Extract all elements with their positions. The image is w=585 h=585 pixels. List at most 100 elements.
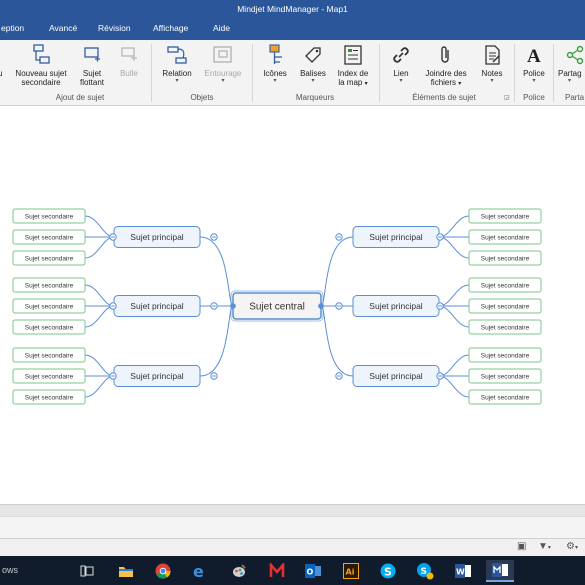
main-topic-right-1[interactable]: Sujet principal [352, 226, 440, 248]
edge-icon[interactable]: e [189, 560, 211, 582]
boundary-button[interactable]: Entourage ▾ [199, 44, 247, 85]
chevron-down-icon: ▾ [532, 78, 536, 84]
subtopic-left-3-1-box [12, 347, 86, 363]
subtopic-left-1-3[interactable]: Sujet secondaire [12, 250, 86, 266]
svg-text:A: A [527, 46, 541, 66]
ribbon-separator [514, 44, 515, 102]
map-index-button[interactable]: Index de la map ▾ [334, 44, 372, 89]
main-topic-right-3-label: Sujet principal [369, 371, 423, 381]
title-bar: Mindjet MindManager - Map1 eption Avancé… [0, 0, 585, 40]
paint-icon[interactable] [228, 560, 250, 582]
tab-aide[interactable]: Aide [213, 23, 231, 33]
subtopic-right-2-2[interactable]: Sujet secondaire [468, 298, 542, 314]
subtopic-left-2-2[interactable]: Sujet secondaire [12, 298, 86, 314]
tab-affichage[interactable]: Affichage [153, 23, 189, 33]
central-topic[interactable]: Sujet central [232, 292, 322, 320]
share-button[interactable]: Partag ▾ [558, 44, 585, 85]
connector-line [438, 354, 470, 377]
skype-business-icon[interactable]: S [414, 560, 436, 582]
main-topic-left-1[interactable]: Sujet principal [113, 226, 201, 248]
file-explorer-icon[interactable] [115, 560, 137, 582]
central-handle-right[interactable] [318, 303, 324, 309]
subtopic-right-2-3[interactable]: Sujet secondaire [468, 319, 542, 335]
group-label-objects: Objets [190, 93, 214, 102]
dialog-launcher-icon[interactable]: ◲ [504, 95, 510, 101]
task-view-icon[interactable] [76, 560, 98, 582]
subtopic-right-3-1-box [468, 347, 542, 363]
subtopic-right-3-2-box [468, 368, 542, 384]
new-subtopic-button[interactable]: Nouveau sujet secondaire [12, 44, 70, 87]
main-topic-right-3[interactable]: Sujet principal [352, 365, 440, 387]
illustrator-icon[interactable]: Ai [340, 560, 362, 582]
subtopic-left-1-2[interactable]: Sujet secondaire [12, 229, 86, 245]
font-icon: A [527, 46, 541, 66]
subtopic-right-2-1[interactable]: Sujet secondaire [468, 277, 542, 293]
chevron-down-icon: ▾ [273, 78, 277, 84]
cut-off-button[interactable]: u [0, 69, 3, 78]
main-topic-right-2[interactable]: Sujet principal [352, 295, 440, 317]
subtopic-left-3-2-label: Sujet secondaire [25, 373, 74, 380]
ribbon-separator [151, 44, 152, 102]
tab-revision[interactable]: Révision [98, 23, 131, 33]
main-topic-left-3[interactable]: Sujet principal [113, 365, 201, 387]
tab-avance[interactable]: Avancé [49, 23, 78, 33]
notes-button[interactable]: Notes ▾ [478, 44, 506, 85]
subtopic-left-2-3[interactable]: Sujet secondaire [12, 319, 86, 335]
status-bar: ▣ ▼▾ ⚙▾ [0, 538, 585, 556]
app-m-icon[interactable] [266, 560, 288, 582]
tags-button[interactable]: Balises ▾ [296, 44, 330, 85]
windows-taskbar: ows e O Ai S S W [0, 556, 585, 585]
central-handle-left[interactable] [230, 303, 236, 309]
subtopic-left-1-1[interactable]: Sujet secondaire [12, 208, 86, 224]
subtopic-left-1-1-label: Sujet secondaire [25, 213, 74, 220]
subtopic-right-1-2-box [468, 229, 542, 245]
subtopic-right-2-1-box [468, 277, 542, 293]
callout-button[interactable]: Bulle [114, 44, 144, 78]
word-icon[interactable]: W [452, 560, 474, 582]
subtopic-left-3-3-label: Sujet secondaire [25, 394, 74, 401]
svg-text:e: e [193, 563, 204, 579]
taskbar-search[interactable]: ows [2, 565, 19, 575]
filter-icon[interactable]: ▼▾ [538, 541, 551, 552]
relation-button[interactable]: Relation ▾ [157, 44, 197, 85]
svg-text:S: S [384, 566, 392, 579]
main-topic-left-2[interactable]: Sujet principal [113, 295, 201, 317]
subtopic-left-2-1[interactable]: Sujet secondaire [12, 277, 86, 293]
link-button[interactable]: Lien ▾ [388, 44, 414, 85]
subtopic-right-1-1[interactable]: Sujet secondaire [468, 208, 542, 224]
fit-map-icon[interactable]: ▣ [517, 541, 527, 552]
subtopic-left-3-3[interactable]: Sujet secondaire [12, 389, 86, 405]
subtopic-left-3-2[interactable]: Sujet secondaire [12, 368, 86, 384]
subtopic-left-2-3-label: Sujet secondaire [25, 324, 74, 331]
chrome-icon[interactable] [152, 560, 174, 582]
font-button[interactable]: A Police ▾ [519, 44, 549, 85]
subtopic-left-2-2-box [12, 298, 86, 314]
subtopic-right-3-1[interactable]: Sujet secondaire [468, 347, 542, 363]
subtopic-right-1-1-box [468, 208, 542, 224]
subtopic-right-1-3[interactable]: Sujet secondaire [468, 250, 542, 266]
subtopic-right-1-3-box [468, 250, 542, 266]
tab-conception[interactable]: eption [1, 23, 25, 33]
settings-icon[interactable]: ⚙▾ [566, 541, 578, 552]
mindmanager-taskbar-icon[interactable] [486, 560, 514, 582]
svg-text:S: S [421, 567, 427, 577]
horizontal-scrollbar[interactable] [0, 504, 585, 516]
boundary-icon [213, 46, 232, 63]
skype-icon[interactable]: S [377, 560, 399, 582]
icons-button[interactable]: Icônes ▾ [259, 44, 291, 85]
connector-line [320, 236, 354, 307]
subtopic-right-3-1-label: Sujet secondaire [481, 352, 530, 359]
subtopic-right-3-3[interactable]: Sujet secondaire [468, 389, 542, 405]
floating-topic-button[interactable]: Sujet flottant [75, 44, 109, 87]
subtopic-right-3-2[interactable]: Sujet secondaire [468, 368, 542, 384]
subtopic-left-3-1[interactable]: Sujet secondaire [12, 347, 86, 363]
connector-line [438, 375, 470, 398]
window-title: Mindjet MindManager - Map1 [237, 4, 348, 14]
subtopic-left-2-1-label: Sujet secondaire [25, 282, 74, 289]
attach-files-button[interactable]: Joindre des fichiers ▾ [420, 44, 472, 89]
subtopic-right-3-3-box [468, 389, 542, 405]
subtopic-right-1-2[interactable]: Sujet secondaire [468, 229, 542, 245]
outlook-icon[interactable]: O [302, 560, 324, 582]
